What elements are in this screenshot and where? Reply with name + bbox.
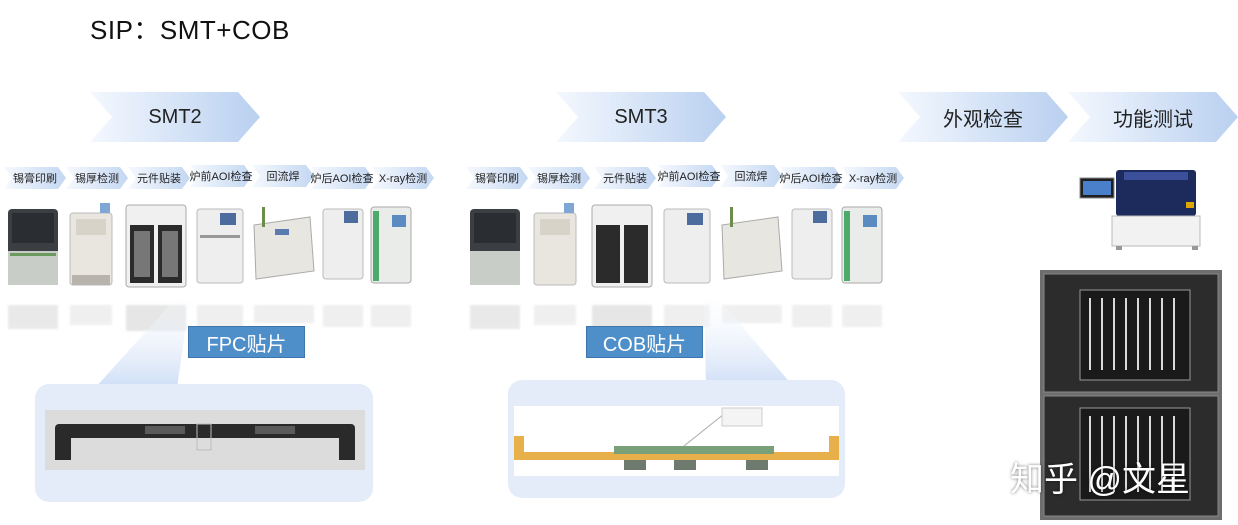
x-ray-inspection-image: [841, 206, 883, 284]
smt3-step-4: 炉前AOI检查: [658, 165, 720, 187]
pre-reflow-aoi-image: [663, 208, 711, 284]
stage-arrow-label: SMT3: [614, 105, 668, 128]
x-ray-inspection-image: [370, 206, 412, 284]
cob-detail-panel: [508, 380, 845, 498]
component-placement-image: [591, 204, 653, 288]
smt2-machine-row: [8, 203, 412, 288]
smt3-step-1: 锡膏印刷: [466, 167, 528, 189]
stage-arrow-smt2: SMT2: [90, 92, 260, 142]
pre-reflow-aoi-image: [196, 208, 244, 284]
fpc-board-image: [45, 410, 365, 470]
solder-thickness-inspection-image: [69, 203, 113, 286]
smt2-step-4: 炉前AOI检查: [190, 165, 252, 187]
post-reflow-aoi-image: [791, 208, 833, 280]
solder-paste-printer-image: [8, 209, 58, 285]
smt2-step-7: X-ray检测: [372, 167, 434, 189]
post-reflow-aoi-image: [322, 208, 364, 280]
page-title: SIP：SMT+COB: [90, 15, 290, 45]
smt2-step-1: 锡膏印刷: [4, 167, 66, 189]
stage-arrow-smt3: SMT3: [556, 92, 726, 142]
smt3-step-3: 元件贴装: [594, 167, 656, 189]
smt3-machine-row: [470, 203, 883, 288]
cob-cross-section-image: [514, 406, 839, 476]
fpc-detail-panel: [35, 384, 373, 502]
finished-product-tray-image: [1040, 270, 1222, 520]
fpc-label: FPC贴片: [188, 326, 305, 358]
component-placement-image: [125, 204, 187, 288]
smt2-step-6: 炉后AOI检查: [311, 167, 373, 189]
cob-callout-funnel: [704, 296, 793, 386]
function-test-machine-image: [1079, 170, 1201, 250]
stage-arrow-label: 功能测试: [1113, 108, 1193, 131]
stage-arrow-label: 外观检查: [943, 108, 1023, 131]
stage-arrow-function-test: 功能测试: [1068, 92, 1238, 142]
smt2-step-2: 锡厚检测: [66, 167, 128, 189]
solder-thickness-inspection-image: [533, 203, 577, 286]
stage-arrow-label: SMT2: [148, 105, 202, 128]
smt3-step-6: 炉后AOI检查: [780, 167, 842, 189]
cob-label: COB贴片: [586, 326, 703, 358]
watermark: 知乎 @文星: [1010, 461, 1190, 499]
reflow-oven-image: [721, 207, 783, 280]
smt2-step-3: 元件贴装: [128, 167, 190, 189]
smt3-step-2: 锡厚检测: [528, 167, 590, 189]
smt3-step-7: X-ray检测: [842, 167, 904, 189]
smt2-step-5: 回流焊: [252, 165, 314, 187]
fpc-callout-funnel: [95, 296, 190, 388]
stage-arrow-visual-inspection: 外观检查: [898, 92, 1068, 142]
solder-paste-printer-image: [470, 209, 520, 285]
smt3-step-5: 回流焊: [720, 165, 782, 187]
reflow-oven-image: [253, 207, 315, 280]
smt2-reflection: [8, 305, 411, 331]
